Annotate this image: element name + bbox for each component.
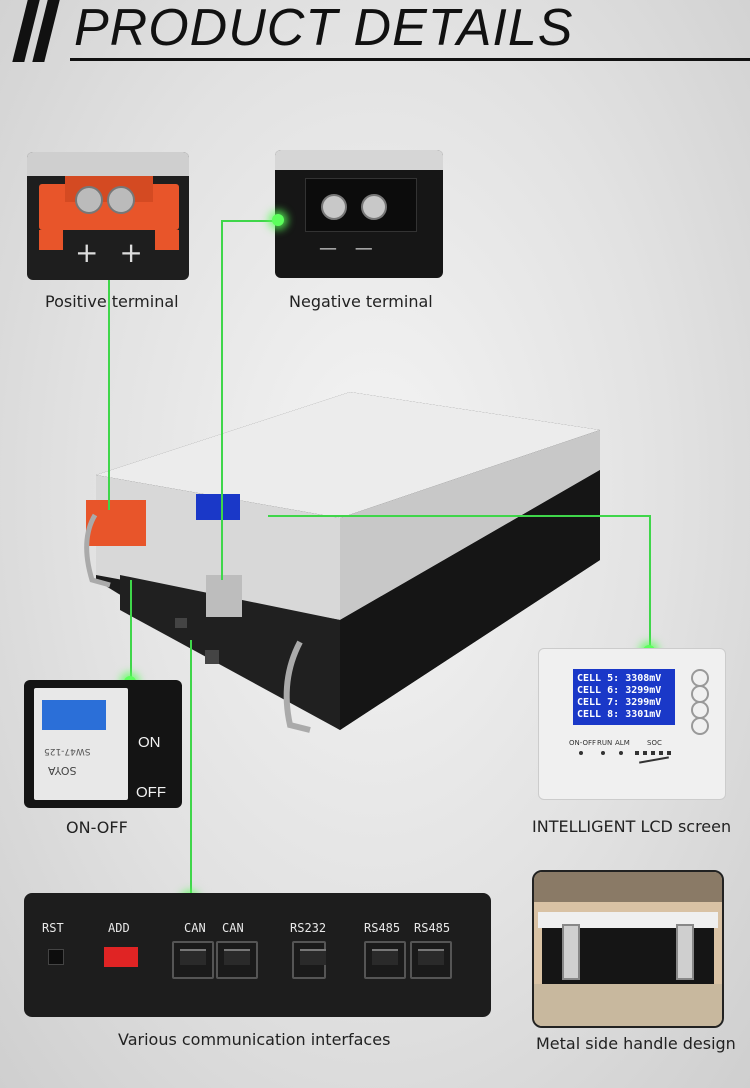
indicator-label: RUN [597,739,613,747]
port-label: RS485 [414,921,451,935]
breaker-photo: SOYA SW47-125 ON OFF [24,680,182,808]
breaker-on-label: ON [138,734,161,751]
connector-line [130,580,132,680]
can-port [172,941,214,979]
indicator-label: ALM [615,739,630,747]
rs485-port [364,941,406,979]
reset-button [48,949,64,965]
plus-marks: + + [75,236,149,269]
connector-line [190,640,192,898]
caption-handle: Metal side handle design [536,1034,736,1053]
port-label: ADD [108,921,130,935]
connector-line [268,515,650,517]
caption-negative-terminal: Negative terminal [289,292,433,311]
lcd-display: CELL 5: 3308mV CELL 6: 3299mV CELL 7: 32… [573,669,675,725]
lcd-row: CELL 8: 3301mV [577,709,662,720]
connector-line [221,220,277,222]
caption-communication: Various communication interfaces [118,1030,391,1049]
port-label: RST [42,921,64,935]
rs485-port [410,941,452,979]
connector-dot [272,214,284,226]
negative-terminal-photo: — — [275,150,443,278]
page-title: PRODUCT DETAILS [74,0,574,57]
lcd-row: CELL 7: 3299mV [577,697,662,708]
rs232-port [292,941,326,979]
lcd-row: CELL 5: 3308mV [577,673,662,684]
connector-line [108,280,110,510]
can-port [216,941,258,979]
caption-lcd-screen: INTELLIGENT LCD screen [532,817,732,836]
handle-photo [532,870,724,1028]
caption-positive-terminal: Positive terminal [45,292,179,311]
caption-on-off: ON-OFF [66,818,128,837]
lcd-button [691,717,709,735]
header-underline [70,58,750,61]
breaker-model: SW47-125 [44,746,91,756]
breaker-brand: SOYA [48,764,77,777]
lcd-screen-photo: CELL 5: 3308mV CELL 6: 3299mV CELL 7: 32… [538,648,726,800]
port-label: RS232 [290,921,327,935]
dip-switch [104,947,138,967]
minus-marks: — — [319,238,379,259]
indicator-label: SOC [647,739,662,747]
communication-ports-panel: RST ADD CAN CAN RS232 RS485 RS485 [24,893,491,1017]
port-label: RS485 [364,921,401,935]
positive-terminal-photo: + + [27,152,189,280]
port-label: CAN [184,921,206,935]
connector-line [649,515,651,651]
lcd-window [196,494,240,520]
breaker-off-label: OFF [136,784,166,801]
indicator-label: ON-OFF [569,739,597,747]
connector-line [221,220,223,580]
port-label: CAN [222,921,244,935]
lcd-row: CELL 6: 3299mV [577,685,662,696]
